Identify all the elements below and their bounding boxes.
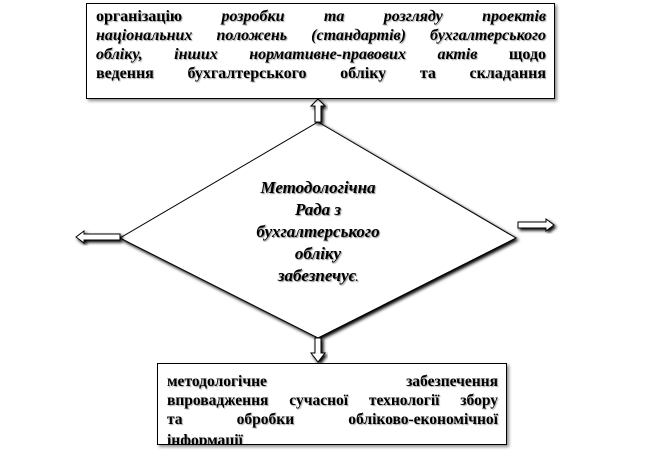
diamond-label-line: Методологічна: [260, 178, 376, 197]
top-line-1-word: та: [323, 8, 345, 25]
top-line-1-word: розгляду: [383, 8, 443, 25]
top-line-3-word: щодо: [508, 46, 547, 63]
top-line-1-word: проектів: [482, 8, 547, 25]
top-line-3-word: обліку,: [96, 46, 143, 63]
arrow-down-icon: [309, 337, 327, 363]
top-line-4: ведення бухгалтерського обліку та склада…: [96, 65, 546, 82]
top-line-3-word: нормативне-правових: [249, 46, 406, 63]
diamond-label-line: бухгалтерського: [256, 222, 380, 241]
diamond-label-line: Рада з: [294, 200, 342, 219]
bottom-line-4: інформації: [167, 432, 243, 445]
arrow-right-icon: [517, 218, 555, 232]
top-line-1: організацію розробки та розгляду проекті…: [96, 7, 546, 26]
diamond-label: Методологічна Рада з бухгалтерського обл…: [210, 177, 426, 290]
bottom-line-1: методологічне забезпечення: [167, 373, 498, 390]
bottom-line-2: впровадження сучасної технології збору: [167, 392, 498, 409]
diamond-label-line: забезпечує: [210, 265, 426, 290]
top-line-3-word: інших: [174, 46, 218, 63]
top-line-2: національних положень (стандартів) бухга…: [96, 27, 546, 44]
top-text-box: організацію розробки та розгляду проекті…: [86, 3, 555, 99]
bottom-line-3: та обробки обліково-економічної: [167, 411, 498, 428]
bottom-text-box: методологічне забезпечення впровадження …: [157, 363, 507, 445]
top-line-3-word: актів: [437, 46, 478, 63]
arrow-up-icon: [309, 98, 327, 123]
top-line-1-word: організацію: [96, 8, 183, 25]
diamond-label-line: обліку: [294, 244, 342, 263]
top-line-1-word: розробки: [221, 8, 285, 25]
top-line-3: обліку, інших нормативне-правових актів …: [96, 45, 546, 64]
arrow-left-icon: [75, 230, 121, 244]
